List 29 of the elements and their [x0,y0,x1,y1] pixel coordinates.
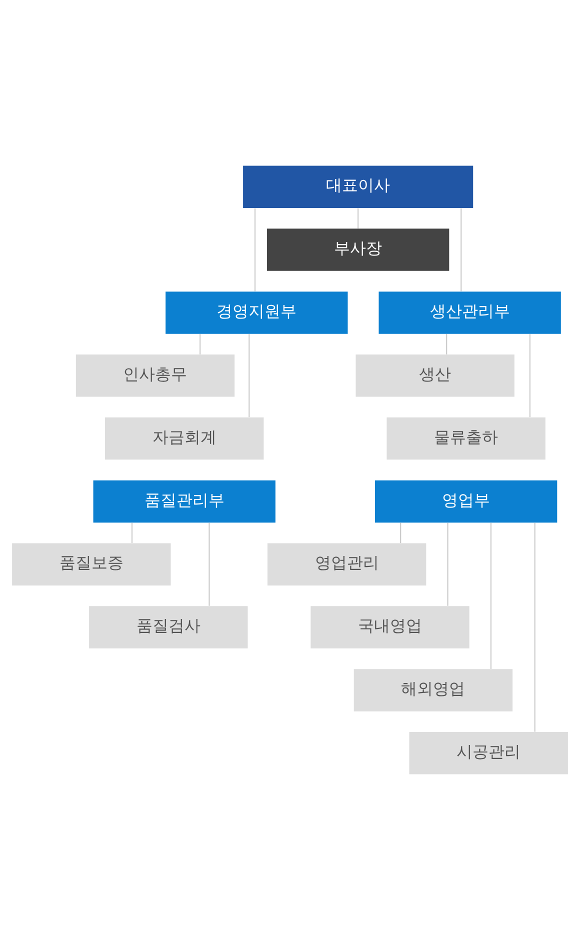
node-box: 물류출하 [386,417,546,460]
connector [254,208,256,292]
connector [529,334,530,418]
node-box: 품질보증 [12,543,171,586]
connector [248,334,250,418]
node-box: 품질관리부 [93,480,276,523]
node-box: 영업관리 [267,543,426,586]
connector [208,522,210,606]
node-box: 국내영업 [310,606,470,648]
connector [460,208,462,292]
node-box: 영업부 [374,480,558,523]
connector [358,208,359,229]
connector [400,522,402,544]
connector [446,334,448,354]
connector [131,522,133,544]
connector [447,522,448,606]
node-box: 해외영업 [354,669,513,712]
node-box: 품질검사 [89,606,248,648]
node-box: 생산관리부 [378,292,561,334]
node-box: 경영지원부 [166,292,348,334]
connector [200,334,201,354]
node-box: 대표이사 [243,166,474,208]
connector [534,522,536,732]
node-box: 인사총무 [76,354,235,397]
node-box: 자금회계 [105,417,264,460]
node-box: 생산 [356,354,514,397]
connector [490,522,492,669]
node-box: 부사장 [267,228,450,271]
node-box: 시공관리 [409,732,568,774]
